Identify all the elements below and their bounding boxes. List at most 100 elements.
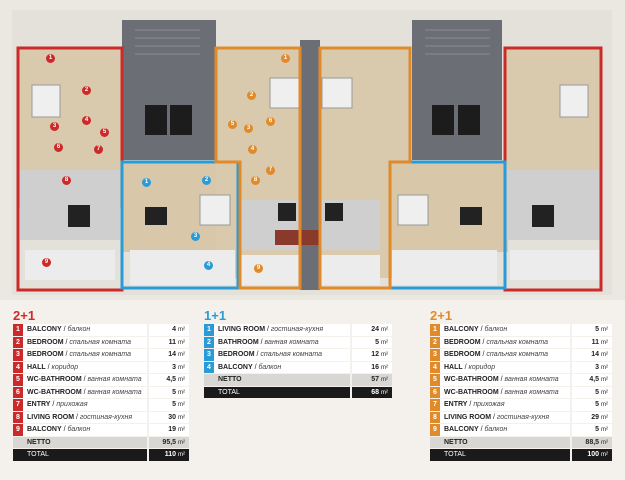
room-label: BEDROOM / спальная комната xyxy=(444,338,549,346)
floor-plan-drawing xyxy=(16,20,603,292)
room-number: 8 xyxy=(430,411,440,423)
room-area: 4,5 m² xyxy=(589,376,608,383)
blue-unit-outline xyxy=(120,160,240,290)
cell-separator xyxy=(350,386,352,398)
room-label: ENTRY / прихожая xyxy=(444,401,505,408)
room-number: 8 xyxy=(13,411,23,423)
room-number xyxy=(204,374,214,386)
elevator xyxy=(170,105,192,135)
room-row: 3 BEDROOM / спальная комната 14 m² xyxy=(430,349,612,361)
room-number: 2 xyxy=(430,336,440,348)
room-label: BALCONY / балкон xyxy=(27,426,91,433)
room-badge-red: 7 xyxy=(94,145,103,154)
room-area: 57 m² xyxy=(371,376,388,383)
room-number: 1 xyxy=(13,324,23,336)
room-area: 4 m² xyxy=(172,326,185,333)
room-area: 30 m² xyxy=(168,413,185,421)
room-label: WC-BATHROOM / ванная комната xyxy=(27,376,142,383)
orange-unit-right-outline xyxy=(318,46,412,290)
room-area: 5 m² xyxy=(375,338,388,346)
room-badge-orange: 6 xyxy=(266,117,275,126)
cell-separator xyxy=(147,324,149,336)
room-number: 3 xyxy=(430,349,440,361)
sofa xyxy=(275,230,320,245)
bed xyxy=(199,194,231,226)
room-number: 6 xyxy=(430,386,440,398)
room-number: 9 xyxy=(430,424,440,436)
room-area: 5 m² xyxy=(595,388,608,396)
room-badge-orange: 1 xyxy=(281,54,290,63)
cell-separator xyxy=(147,424,149,436)
room-area: 14 m² xyxy=(591,351,608,358)
room-label: BALCONY / балкон xyxy=(27,326,91,333)
rug xyxy=(460,207,482,225)
room-area: 3 m² xyxy=(595,363,608,371)
bed xyxy=(269,77,301,109)
room-area: 5 m² xyxy=(595,326,608,333)
room-area: 110 m² xyxy=(164,451,185,458)
room-label: BALCONY / балкон xyxy=(444,426,508,433)
cell-separator xyxy=(570,399,572,411)
room-badge-red: 6 xyxy=(54,143,63,152)
room-label: HALL / коридор xyxy=(444,363,496,371)
room-number: 5 xyxy=(430,374,440,386)
room-badge-orange: 2 xyxy=(247,91,256,100)
rug xyxy=(532,205,554,227)
room-number: 1 xyxy=(204,324,214,336)
room-number: 7 xyxy=(430,399,440,411)
cell-separator xyxy=(570,411,572,423)
room-label: LIVING ROOM / гостиная-кухня xyxy=(27,413,133,421)
room-area: 11 m² xyxy=(168,338,185,346)
room-badge-blue: 2 xyxy=(202,176,211,185)
room-badge-orange: 4 xyxy=(248,145,257,154)
room-badge-orange: 9 xyxy=(254,264,263,273)
total-row: TOTAL 110 m² xyxy=(13,449,189,461)
elevator xyxy=(145,105,167,135)
room-label: BEDROOM / спальная комната xyxy=(444,351,549,358)
room-number: 1 xyxy=(430,324,440,336)
room-area: 16 m² xyxy=(371,363,388,371)
room-number: 4 xyxy=(13,361,23,373)
room-label: WC-BATHROOM / ванная комната xyxy=(27,388,142,396)
room-number: 2 xyxy=(204,336,214,348)
cell-separator xyxy=(147,386,149,398)
room-label: ENTRY / прихожая xyxy=(27,401,88,408)
room-number: 9 xyxy=(13,424,23,436)
room-number: 2 xyxy=(13,336,23,348)
room-number: 4 xyxy=(204,361,214,373)
room-area: 4,5 m² xyxy=(166,376,185,383)
room-number: 5 xyxy=(13,374,23,386)
balcony xyxy=(25,250,115,280)
balcony xyxy=(130,250,235,285)
unit-title-text: 2+1 xyxy=(13,308,36,323)
cell-separator xyxy=(570,324,572,336)
room-label: BEDROOM / спальная комната xyxy=(27,351,132,358)
room-label: NETTO xyxy=(218,376,242,383)
room-label: TOTAL xyxy=(218,388,240,396)
room-badge-blue: 3 xyxy=(191,232,200,241)
balcony xyxy=(392,250,497,285)
room-label: TOTAL xyxy=(27,451,49,458)
room-label: NETTO xyxy=(27,438,51,446)
bed xyxy=(31,84,61,118)
cell-separator xyxy=(147,374,149,386)
party-wall xyxy=(300,40,320,290)
room-number xyxy=(13,437,23,449)
room-badge-orange: 7 xyxy=(266,166,275,175)
core-left xyxy=(122,20,216,160)
room-badge-blue: 1 xyxy=(142,178,151,187)
bed xyxy=(321,77,353,109)
